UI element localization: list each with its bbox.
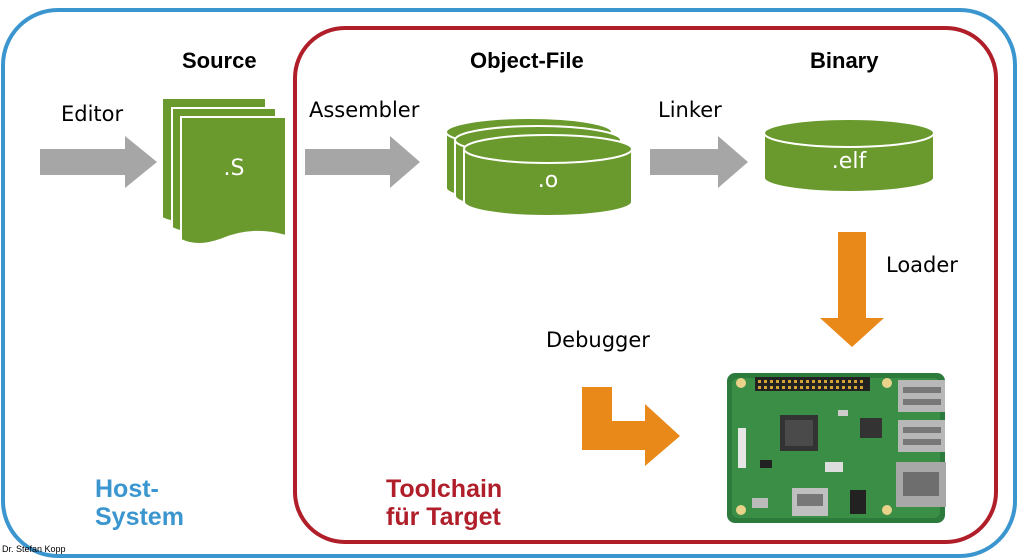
object-file-icon: [445, 117, 633, 217]
debugger-arrow: [582, 387, 680, 466]
assembler-label: Assembler: [309, 98, 420, 122]
debugger-label: Debugger: [546, 328, 650, 352]
host-system-label-line1: Host-: [95, 475, 159, 503]
toolchain-label-line1: Toolchain: [386, 475, 503, 503]
host-system-label-line2: System: [95, 503, 184, 531]
host-system-label: Host- System: [95, 475, 184, 531]
binary-file-label: .elf: [831, 149, 867, 174]
object-file-label: .o: [537, 168, 559, 193]
editor-arrow: [40, 136, 157, 188]
source-file-label: .S: [223, 156, 245, 181]
loader-arrow: [820, 232, 884, 347]
object-file-header: Object-File: [470, 48, 584, 73]
toolchain-label-line2: für Target: [386, 503, 501, 531]
author-credit: Dr. Stefan Kopp: [2, 544, 66, 554]
toolchain-label: Toolchain für Target: [386, 475, 502, 531]
linker-arrow: [650, 136, 748, 188]
loader-label: Loader: [886, 253, 958, 277]
toolchain-region: [293, 26, 998, 544]
binary-header: Binary: [810, 48, 879, 73]
linker-label: Linker: [658, 98, 722, 122]
editor-label: Editor: [61, 102, 124, 126]
assembler-arrow: [305, 136, 420, 188]
raspberry-pi-board-icon: [727, 373, 946, 523]
binary-file-icon: [763, 118, 935, 193]
source-file-icon: [161, 97, 287, 245]
host-system-region: [1, 8, 1017, 558]
source-header: Source: [182, 48, 257, 73]
